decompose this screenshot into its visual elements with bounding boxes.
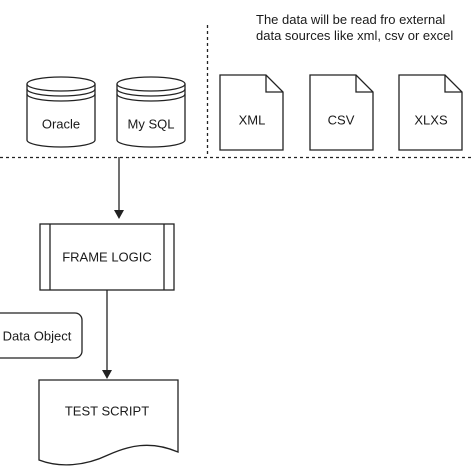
mysql-database-icon bbox=[116, 76, 186, 148]
oracle-database-icon bbox=[26, 76, 96, 148]
oracle-label: Oracle bbox=[41, 116, 81, 132]
frame-logic-box bbox=[39, 223, 175, 291]
note-line-2: data sources like xml, csv or excel bbox=[256, 28, 454, 43]
xlxs-file-icon bbox=[398, 74, 463, 151]
xml-label: XML bbox=[238, 112, 266, 128]
csv-file-icon bbox=[309, 74, 374, 151]
test-script-label: TEST SCRIPT bbox=[64, 403, 150, 419]
test-script-document bbox=[38, 379, 179, 466]
csv-label: CSV bbox=[327, 112, 355, 128]
xlxs-label: XLXS bbox=[414, 112, 448, 128]
data-sources-note: The data will be read fro external data … bbox=[256, 12, 453, 44]
frame-logic-label: FRAME LOGIC bbox=[62, 249, 152, 265]
arrow-sources-to-frame-logic bbox=[114, 157, 124, 219]
data-object-box bbox=[0, 312, 83, 359]
mysql-label: My SQL bbox=[127, 116, 175, 132]
xml-file-icon bbox=[219, 74, 284, 151]
data-object-label: Data Object bbox=[2, 328, 72, 344]
arrow-frame-logic-to-test-script bbox=[102, 290, 112, 379]
note-line-1: The data will be read fro external bbox=[256, 12, 446, 27]
